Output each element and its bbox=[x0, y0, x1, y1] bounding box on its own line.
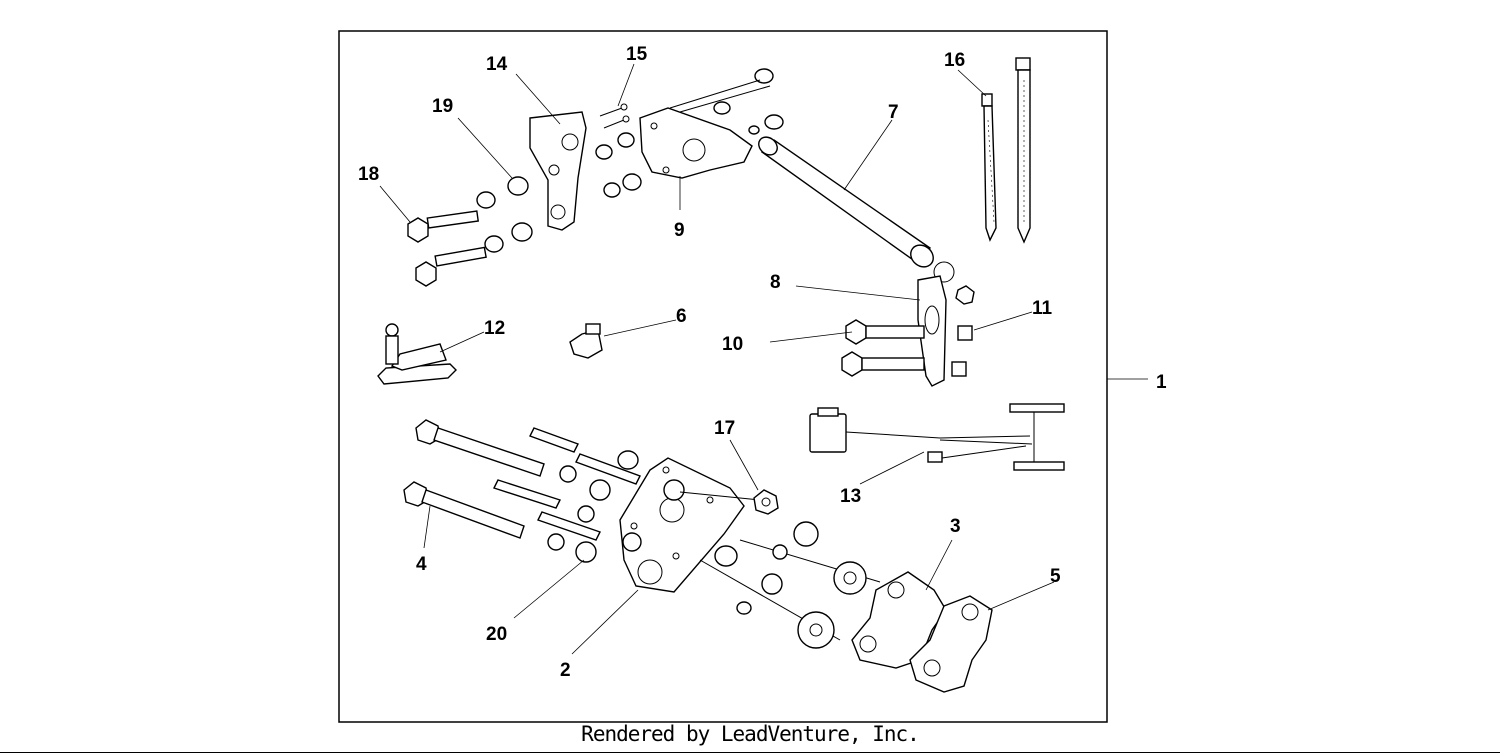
fuse-holder-12-shape bbox=[377, 323, 457, 385]
bolts-18-shape bbox=[407, 132, 642, 287]
nut-17-shape bbox=[753, 489, 779, 515]
harness-13-shape bbox=[809, 403, 1065, 471]
callout-18: 18 bbox=[358, 164, 379, 185]
cable-ties-16-shape bbox=[981, 57, 1031, 244]
callout-16: 16 bbox=[944, 50, 965, 71]
callout-15: 15 bbox=[626, 44, 648, 65]
callout-12: 12 bbox=[484, 318, 505, 339]
clamp-3-shape bbox=[851, 571, 947, 669]
callout-19: 19 bbox=[432, 96, 453, 117]
clamp-5-shape bbox=[909, 595, 993, 693]
callout-5: 5 bbox=[1050, 566, 1061, 587]
callout-3: 3 bbox=[950, 516, 961, 537]
clip-6-shape bbox=[569, 323, 603, 359]
callout-17: 17 bbox=[714, 418, 735, 439]
screws-15-shape bbox=[599, 103, 630, 129]
diagram-frame bbox=[338, 30, 1108, 723]
plate-2-shape bbox=[619, 457, 745, 593]
callout-13: 13 bbox=[840, 486, 861, 507]
bracket-14-shape bbox=[529, 111, 587, 231]
spacers-lower-right bbox=[714, 521, 867, 649]
callout-11: 11 bbox=[1032, 298, 1053, 319]
bracket-8-shape bbox=[841, 275, 973, 387]
footer-credit: Rendered by LeadVenture, Inc. bbox=[581, 722, 920, 746]
callout-8: 8 bbox=[770, 272, 781, 293]
bolts-4-shape bbox=[403, 419, 881, 641]
callout-1: 1 bbox=[1156, 372, 1167, 393]
callout-4: 4 bbox=[416, 554, 427, 575]
callout-20: 20 bbox=[486, 624, 507, 645]
callout-9: 9 bbox=[674, 220, 685, 241]
leader-lines bbox=[379, 63, 1055, 655]
callout-14: 14 bbox=[486, 54, 508, 75]
damper-7-shape bbox=[758, 136, 975, 305]
hardware-upper-right bbox=[669, 68, 784, 135]
plate-9-shape bbox=[639, 107, 753, 179]
callout-10: 10 bbox=[722, 334, 743, 355]
callout-6: 6 bbox=[676, 306, 687, 327]
callout-7: 7 bbox=[888, 102, 899, 123]
callout-2: 2 bbox=[560, 660, 571, 681]
bottom-divider bbox=[0, 752, 1500, 753]
